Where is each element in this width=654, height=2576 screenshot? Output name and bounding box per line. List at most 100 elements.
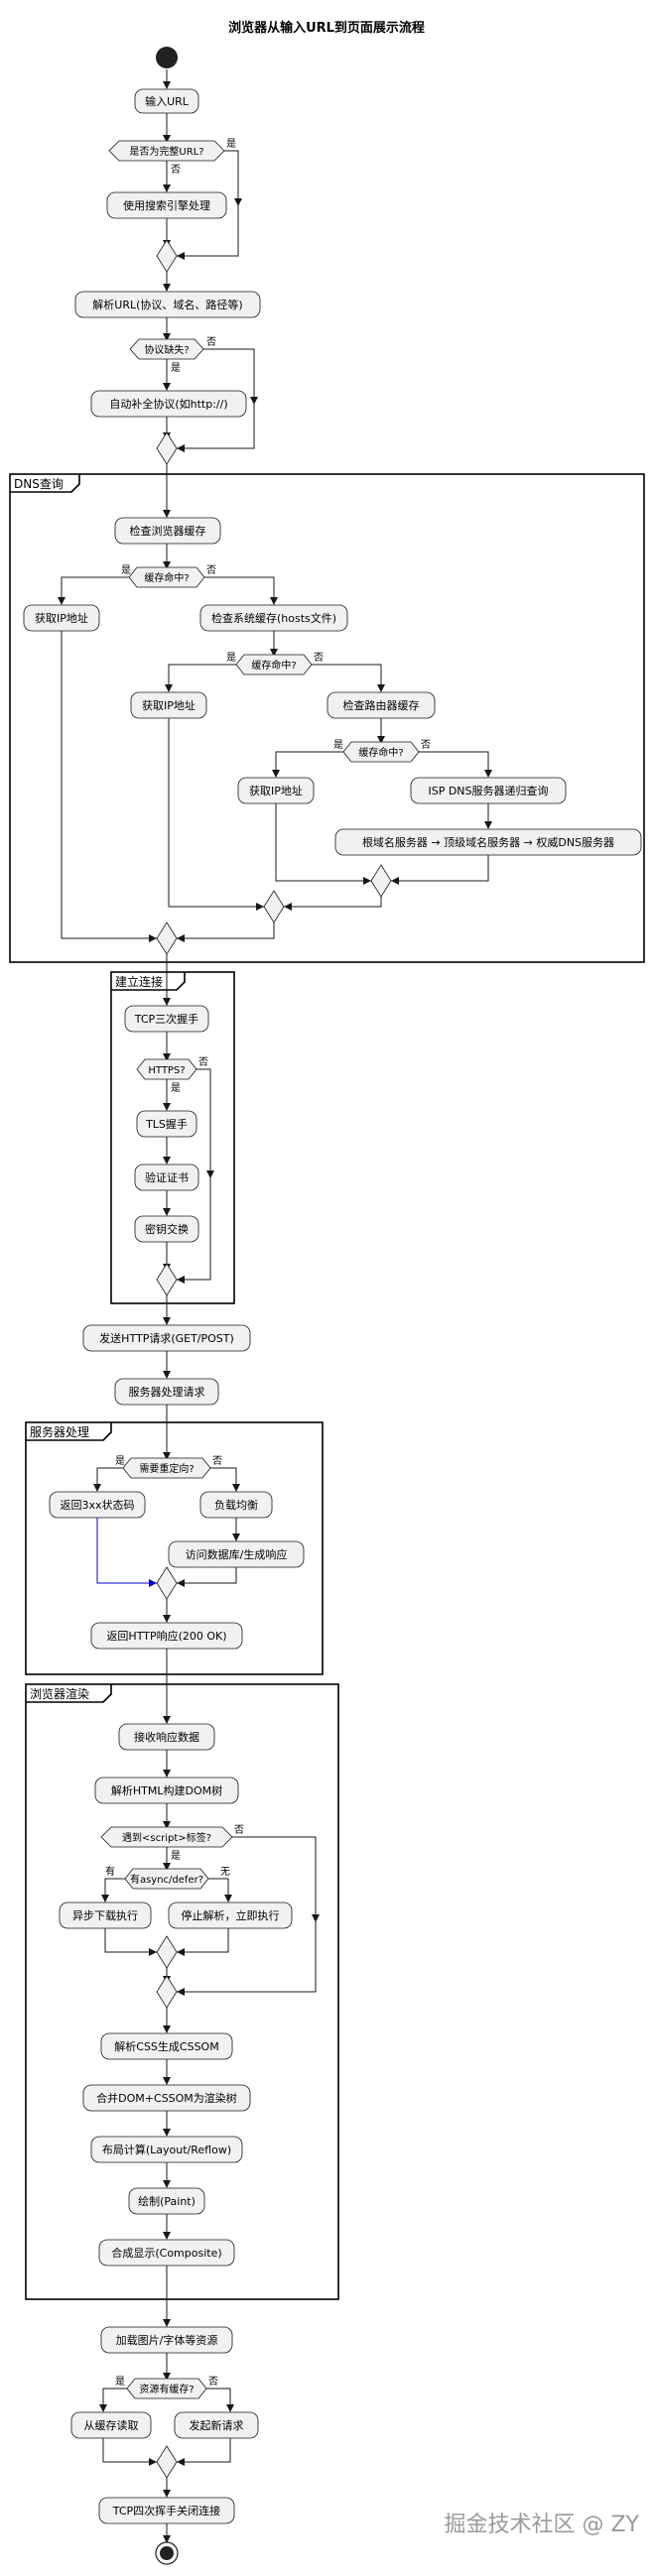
action-verify-cert: 验证证书 <box>134 1164 199 1191</box>
svg-text:无: 无 <box>220 1867 230 1878</box>
svg-text:密钥交换: 密钥交换 <box>145 1222 189 1236</box>
svg-text:TLS握手: TLS握手 <box>145 1117 188 1131</box>
svg-text:自动补全协议(如http://): 自动补全协议(如http://) <box>109 397 227 411</box>
svg-text:检查系统缓存(hosts文件): 检查系统缓存(hosts文件) <box>211 611 336 625</box>
svg-text:否: 否 <box>206 336 216 348</box>
svg-text:是: 是 <box>171 362 181 374</box>
action-auto-protocol: 自动补全协议(如http://) <box>90 390 247 418</box>
svg-text:是: 是 <box>226 138 236 150</box>
svg-text:是否为完整URL?: 是否为完整URL? <box>129 145 203 158</box>
svg-text:访问数据库/生成响应: 访问数据库/生成响应 <box>186 1547 288 1561</box>
svg-text:输入URL: 输入URL <box>145 94 190 108</box>
group-connection-label: 建立连接 <box>115 974 163 989</box>
action-dns-chain: 根域名服务器 → 顶级域名服务器 → 权威DNS服务器 <box>334 828 642 856</box>
svg-text:返回HTTP响应(200 OK): 返回HTTP响应(200 OK) <box>106 1629 226 1643</box>
svg-text:遇到<script>标签?: 遇到<script>标签? <box>122 1831 211 1844</box>
decision-cache-hit-2: 缓存命中? <box>235 654 313 675</box>
group-connection: 建立连接 <box>110 971 235 1304</box>
watermark: 掘金技术社区 @ ZY <box>445 2513 640 2537</box>
action-layout: 布局计算(Layout/Reflow) <box>90 2136 243 2163</box>
group-dns: DNS查询 <box>9 473 645 963</box>
svg-text:否: 否 <box>198 1056 208 1068</box>
svg-text:否: 否 <box>171 164 181 176</box>
action-return-200: 返回HTTP响应(200 OK) <box>90 1622 243 1650</box>
group-server: 服务器处理 <box>25 1421 324 1675</box>
action-check-browser-cache: 检查浏览器缓存 <box>114 517 221 545</box>
svg-text:是: 是 <box>226 652 236 664</box>
action-key-exchange: 密钥交换 <box>134 1215 199 1243</box>
svg-text:返回3xx状态码: 返回3xx状态码 <box>60 1498 134 1512</box>
group-server-label: 服务器处理 <box>30 1424 89 1439</box>
svg-text:是: 是 <box>115 2376 125 2388</box>
svg-text:需要重定向?: 需要重定向? <box>139 1462 194 1475</box>
decision-https: HTTPS? <box>136 1058 197 1080</box>
action-load-balance: 负载均衡 <box>199 1491 273 1519</box>
svg-text:负载均衡: 负载均衡 <box>214 1498 258 1512</box>
svg-text:获取IP地址: 获取IP地址 <box>35 611 88 625</box>
svg-text:否: 否 <box>421 739 431 751</box>
svg-text:协议缺失?: 协议缺失? <box>144 343 189 356</box>
action-parse-html: 解析HTML构建DOM树 <box>94 1777 239 1804</box>
action-receive-data: 接收响应数据 <box>118 1723 215 1751</box>
action-read-cache: 从缓存读取 <box>70 2411 152 2439</box>
svg-text:否: 否 <box>234 1824 244 1836</box>
action-isp-dns: ISP DNS服务器递归查询 <box>410 777 567 804</box>
svg-text:是: 是 <box>121 564 131 576</box>
svg-text:资源有缓存?: 资源有缓存? <box>139 2383 194 2395</box>
svg-text:获取IP地址: 获取IP地址 <box>142 698 196 712</box>
decision-need-redirect: 需要重定向? <box>122 1457 211 1479</box>
svg-text:缓存命中?: 缓存命中? <box>358 746 403 759</box>
decision-async-defer: 有async/defer? <box>124 1868 209 1890</box>
decision-protocol-missing: 协议缺失? <box>129 338 204 360</box>
group-dns-label: DNS查询 <box>14 477 64 491</box>
svg-text:获取IP地址: 获取IP地址 <box>249 784 303 797</box>
svg-text:根域名服务器 → 顶级域名服务器 → 权威DNS服务器: 根域名服务器 → 顶级域名服务器 → 权威DNS服务器 <box>362 835 614 849</box>
svg-text:停止解析，立即执行: 停止解析，立即执行 <box>182 1908 280 1922</box>
action-send-request: 发送HTTP请求(GET/POST) <box>82 1324 251 1352</box>
action-search-engine: 使用搜索引擎处理 <box>106 191 227 219</box>
decision-is-full-url: 是否为完整URL? <box>108 140 225 162</box>
action-return-3xx: 返回3xx状态码 <box>49 1491 146 1519</box>
group-render: 浏览器渲染 <box>25 1683 339 2300</box>
svg-text:ISP DNS服务器递归查询: ISP DNS服务器递归查询 <box>428 784 548 797</box>
svg-text:有: 有 <box>105 1865 115 1878</box>
svg-text:异步下载执行: 异步下载执行 <box>72 1908 138 1922</box>
svg-text:合成显示(Composite): 合成显示(Composite) <box>111 2246 221 2260</box>
action-async-download: 异步下载执行 <box>59 1901 152 1929</box>
decision-cache-hit-3: 缓存命中? <box>342 741 420 763</box>
svg-text:否: 否 <box>208 2376 218 2388</box>
svg-text:验证证书: 验证证书 <box>145 1170 189 1184</box>
diagram-title: 浏览器从输入URL到页面展示流程 <box>228 20 425 36</box>
branch-labels: 是 否 否 是 是 否 是 否 是 否 否 是 是 否 否 是 有 无 是 否 <box>105 138 431 2388</box>
action-server-handle: 服务器处理请求 <box>114 1378 219 1406</box>
svg-text:缓存命中?: 缓存命中? <box>251 659 296 672</box>
action-new-request: 发起新请求 <box>174 2411 259 2439</box>
svg-text:是: 是 <box>115 1455 125 1467</box>
action-tcp-close: TCP四次挥手关闭连接 <box>98 2497 235 2524</box>
decision-script-tag: 遇到<script>标签? <box>100 1826 233 1848</box>
end-node <box>155 2541 179 2565</box>
action-input-url: 输入URL <box>134 88 199 114</box>
action-get-ip-3: 获取IP地址 <box>237 777 315 804</box>
svg-text:发起新请求: 发起新请求 <box>190 2418 244 2432</box>
group-render-label: 浏览器渲染 <box>30 1686 89 1701</box>
action-access-db: 访问数据库/生成响应 <box>168 1540 305 1568</box>
svg-text:是: 是 <box>171 1850 181 1862</box>
action-stop-parse: 停止解析，立即执行 <box>168 1901 293 1929</box>
connector-lines <box>61 69 489 2541</box>
decision-cache-hit-1: 缓存命中? <box>128 566 205 588</box>
svg-text:TCP四次挥手关闭连接: TCP四次挥手关闭连接 <box>112 2504 220 2517</box>
svg-text:否: 否 <box>212 1455 222 1467</box>
action-paint: 绘制(Paint) <box>128 2187 205 2215</box>
decision-resource-cached: 资源有缓存? <box>126 2378 207 2399</box>
action-load-resources: 加载图片/字体等资源 <box>100 2326 233 2354</box>
svg-text:绘制(Paint): 绘制(Paint) <box>138 2194 196 2208</box>
svg-text:有async/defer?: 有async/defer? <box>130 1873 203 1886</box>
svg-text:检查路由器缓存: 检查路由器缓存 <box>343 698 420 712</box>
svg-text:布局计算(Layout/Reflow): 布局计算(Layout/Reflow) <box>102 2143 231 2156</box>
svg-text:缓存命中?: 缓存命中? <box>144 571 189 584</box>
arrowheads <box>58 81 492 2543</box>
svg-text:TCP三次握手: TCP三次握手 <box>134 1012 198 1026</box>
action-get-ip-2: 获取IP地址 <box>130 691 207 719</box>
